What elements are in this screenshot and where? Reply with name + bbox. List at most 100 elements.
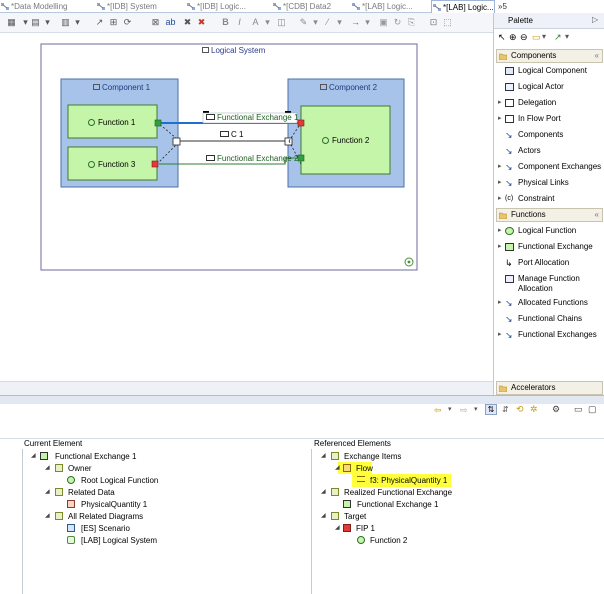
tree-item-all-related-diagrams[interactable]: ◢ All Related Diagrams bbox=[45, 512, 144, 521]
zoom-in-icon[interactable]: ⊕ bbox=[509, 32, 517, 42]
maximize-icon[interactable]: ▢ bbox=[588, 404, 597, 414]
view-menu-icon[interactable]: ⚙ bbox=[552, 404, 561, 414]
functional-exchange-2-label[interactable]: Functional Exchange 2 bbox=[206, 154, 298, 164]
function-2-title[interactable]: Function 2 bbox=[322, 136, 369, 146]
horizontal-scrollbar[interactable] bbox=[0, 381, 493, 395]
line-color-icon[interactable]: ⁄ bbox=[326, 17, 329, 27]
chevron-down-icon[interactable]: ▾ bbox=[313, 17, 318, 27]
layout-icon[interactable]: ▥ bbox=[61, 17, 70, 27]
zoom-out-icon[interactable]: ⊖ bbox=[520, 32, 528, 42]
route-icon[interactable]: ↻ bbox=[393, 17, 402, 27]
chevron-down-icon[interactable]: ▾ bbox=[565, 32, 570, 41]
palette-item-allocated-functions[interactable]: ▸↘Allocated Functions bbox=[498, 298, 588, 308]
function-3-title[interactable]: Function 3 bbox=[88, 160, 135, 170]
tree-expand-icon[interactable]: ◢ bbox=[45, 513, 50, 519]
functional-exchange-1-label[interactable]: Functional Exchange 1 bbox=[206, 113, 298, 123]
tree-expand-icon[interactable]: ◢ bbox=[335, 465, 340, 471]
function-port-out[interactable] bbox=[151, 160, 159, 168]
palette-item-manage-function-allocation[interactable]: Manage Function Allocation bbox=[498, 274, 603, 294]
tree-expand-icon[interactable]: ◢ bbox=[45, 489, 50, 495]
tree-item-lab-diagram[interactable]: [LAB] Logical System bbox=[66, 535, 157, 546]
palette-item-physical-links[interactable]: ▸↘Physical Links bbox=[498, 178, 569, 188]
palette-item-delegation[interactable]: ▸Delegation bbox=[498, 98, 557, 107]
chevron-down-icon[interactable]: ▾ bbox=[23, 17, 28, 27]
functional-exchange-2-line[interactable] bbox=[159, 157, 300, 165]
tab-lab-logical-active[interactable]: *[LAB] Logic... bbox=[431, 0, 495, 13]
forward-arrow-icon[interactable]: ⇨ bbox=[460, 405, 468, 415]
chevron-down-icon[interactable]: ▾ bbox=[337, 17, 342, 27]
palette-item-logical-function[interactable]: ▸Logical Function bbox=[498, 226, 577, 235]
connector-icon[interactable]: ↗ bbox=[554, 32, 562, 42]
tab-cdb-data2[interactable]: *[CDB] Data2 bbox=[272, 0, 338, 13]
component-port[interactable] bbox=[284, 137, 293, 146]
select-tool-icon[interactable]: ↖ bbox=[498, 32, 506, 42]
palette-drawer-accelerators[interactable]: Accelerators bbox=[496, 381, 603, 395]
chevron-down-icon[interactable]: ▾ bbox=[45, 17, 50, 27]
tree-item-root-logical-function[interactable]: Root Logical Function bbox=[66, 475, 158, 486]
palette-item-constraint[interactable]: ▸(c)Constraint bbox=[498, 194, 555, 203]
tree-item-scenario-diagram[interactable]: [ES] Scenario bbox=[66, 523, 130, 534]
back-arrow-icon[interactable]: ⇦ bbox=[434, 405, 442, 415]
chevron-down-icon[interactable]: ▾ bbox=[265, 17, 270, 27]
palette-item-port-allocation[interactable]: ↳Port Allocation bbox=[505, 258, 570, 268]
arrange-icon[interactable]: ▦ bbox=[7, 17, 16, 27]
chevron-down-icon[interactable]: ▾ bbox=[75, 17, 80, 27]
fill-color-icon[interactable]: ◫ bbox=[277, 17, 286, 27]
tab-idb-logical[interactable]: *[IDB] Logic... bbox=[186, 0, 262, 13]
tree-item-flow[interactable]: ◢ Flow bbox=[335, 464, 373, 473]
bold-icon[interactable]: B bbox=[222, 17, 229, 27]
palette-item-logical-component[interactable]: Logical Component bbox=[498, 66, 603, 76]
link-with-editor-icon[interactable]: ⇅ bbox=[485, 404, 497, 415]
sort-icon[interactable]: ⇵ bbox=[502, 405, 509, 414]
logical-system-title[interactable]: Logical System bbox=[202, 46, 265, 56]
palette-drawer-components[interactable]: Components « bbox=[496, 49, 603, 63]
paint-icon[interactable]: ✎ bbox=[299, 17, 308, 27]
tree-expand-icon[interactable]: ◢ bbox=[321, 453, 326, 459]
label-icon[interactable]: ab bbox=[165, 17, 176, 27]
zoom-fit-icon[interactable]: ⊠ bbox=[151, 17, 160, 27]
tab-data-modelling[interactable]: *Data Modelling bbox=[0, 0, 80, 13]
tree-item-exchange-items[interactable]: ◢ Exchange Items bbox=[321, 452, 402, 461]
chevron-down-icon[interactable]: ▾ bbox=[448, 406, 452, 413]
tree-expand-icon[interactable]: ◢ bbox=[335, 525, 340, 531]
refresh-icon[interactable]: ⟲ bbox=[516, 404, 524, 414]
select-all-icon[interactable]: ▤ bbox=[31, 17, 40, 27]
tree-expand-icon[interactable]: ◢ bbox=[321, 513, 326, 519]
delete-from-model-icon[interactable]: ✖ bbox=[197, 17, 206, 27]
collapse-palette-icon[interactable]: ▷ bbox=[592, 15, 599, 24]
tree-item-f3-physical-quantity[interactable]: f3: PhysicalQuantity 1 bbox=[356, 475, 447, 486]
component-port[interactable] bbox=[172, 137, 181, 146]
palette-item-functional-chains[interactable]: ↘Functional Chains bbox=[505, 314, 583, 324]
pin-icon[interactable]: ⊞ bbox=[109, 17, 118, 27]
tree-expand-icon[interactable]: ◢ bbox=[321, 489, 326, 495]
function-1-box[interactable] bbox=[67, 104, 158, 139]
note-icon[interactable]: ▭ bbox=[532, 32, 541, 42]
function-2-box[interactable] bbox=[300, 105, 391, 175]
palette-item-actors[interactable]: ↘Actors bbox=[505, 146, 541, 156]
tree-item-related-data[interactable]: ◢ Related Data bbox=[45, 488, 115, 497]
tab-overflow-button[interactable]: »5 bbox=[498, 2, 507, 11]
tree-item-target[interactable]: ◢ Target bbox=[321, 512, 367, 521]
italic-icon[interactable]: I bbox=[238, 17, 241, 27]
delete-from-diagram-icon[interactable]: ✖ bbox=[183, 17, 192, 27]
snap-grid-icon[interactable]: ⊡ bbox=[429, 17, 438, 27]
component-1-title[interactable]: Component 1 bbox=[93, 83, 150, 93]
component-2-title[interactable]: Component 2 bbox=[320, 83, 377, 93]
tree-item-realized-functional-exchange[interactable]: ◢ Realized Functional Exchange bbox=[321, 488, 453, 497]
function-port-in[interactable] bbox=[297, 119, 305, 127]
component-exchange-label[interactable]: C 1 bbox=[220, 130, 243, 140]
tree-item-fip-1[interactable]: ◢ FIP 1 bbox=[335, 524, 375, 533]
palette-item-component-exchanges[interactable]: ▸↘Component Exchanges bbox=[498, 162, 602, 172]
chevron-down-icon[interactable]: ▾ bbox=[474, 406, 478, 413]
line-style-icon[interactable]: → bbox=[351, 17, 360, 27]
tree-item-owner[interactable]: ◢ Owner bbox=[45, 464, 92, 473]
function-1-title[interactable]: Function 1 bbox=[88, 118, 135, 128]
chevron-down-icon[interactable]: ▾ bbox=[365, 17, 370, 27]
refresh-icon[interactable]: ⟳ bbox=[123, 17, 132, 27]
palette-item-in-flow-port[interactable]: ▸In Flow Port bbox=[498, 114, 561, 123]
function-port-out[interactable] bbox=[154, 119, 162, 127]
tree-item-physical-quantity[interactable]: PhysicalQuantity 1 bbox=[66, 499, 147, 510]
diagram-canvas[interactable]: Logical System Component 1 Component 2 F… bbox=[0, 33, 493, 395]
tab-lab-logical-1[interactable]: *[LAB] Logic... bbox=[351, 0, 425, 13]
palette-item-components[interactable]: ↘Components bbox=[505, 130, 564, 140]
